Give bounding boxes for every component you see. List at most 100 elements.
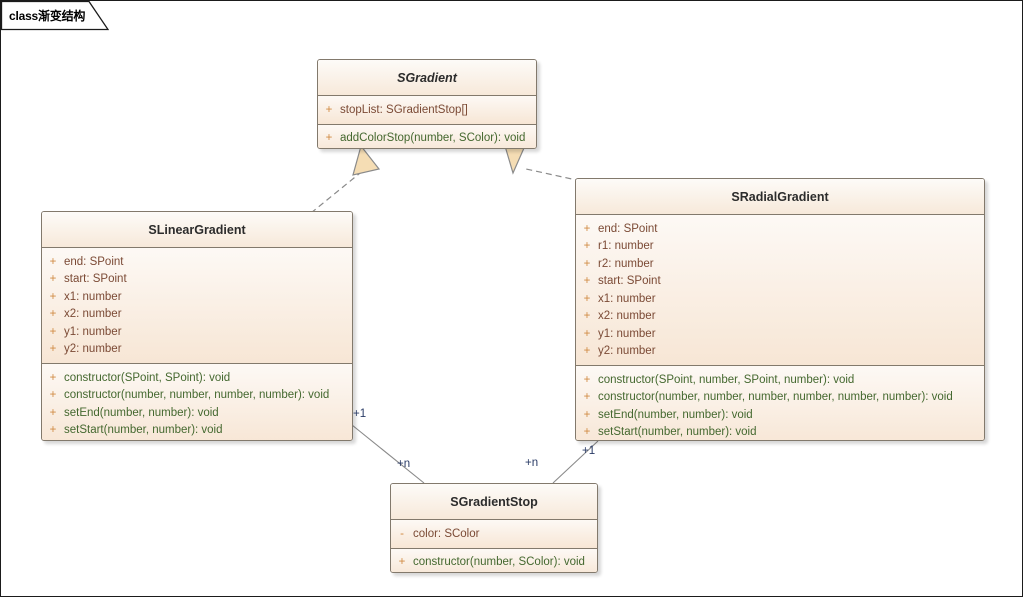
attribute-label: end: SPoint	[64, 255, 124, 268]
attribute-label: y2: number	[598, 345, 656, 358]
attribute-label: end: SPoint	[598, 222, 658, 235]
visibility-marker: +	[583, 373, 591, 386]
visibility-marker: +	[583, 275, 591, 288]
attribute-label: r2: number	[598, 257, 654, 270]
visibility-marker: +	[49, 273, 57, 286]
hollow-triangle-linear	[352, 144, 381, 176]
visibility-marker: +	[325, 132, 333, 145]
visibility-marker: -	[400, 527, 404, 540]
attribute-label: y1: number	[598, 327, 656, 340]
method-label: setEnd(number, number): void	[64, 406, 219, 419]
visibility-marker: +	[583, 345, 591, 358]
visibility-marker: +	[583, 408, 591, 421]
method-row[interactable]: + setStart(number, number): void	[42, 422, 352, 440]
attribute-row[interactable]: -color: SColor	[391, 525, 597, 543]
diagram-title-label: class渐变结构	[9, 9, 86, 23]
attribute-row[interactable]: + y1: number	[42, 323, 352, 341]
method-row[interactable]: +setStart(number, number): void	[576, 424, 984, 441]
title-tab-shape	[1, 1, 109, 31]
method-label: constructor(SPoint, number, SPoint, numb…	[598, 373, 855, 386]
attribute-row[interactable]: + start: SPoint	[42, 271, 352, 289]
attribute-row[interactable]: + end: SPoint	[576, 220, 984, 238]
method-row[interactable]: + constructor(SPoint, number, SPoint, num…	[576, 371, 984, 389]
attribute-label: r1: number	[598, 240, 654, 253]
attribute-row[interactable]: + r2: number	[576, 255, 984, 273]
attribute-row[interactable]: + y2: number	[42, 341, 352, 359]
attribute-row[interactable]: + y2: number	[576, 343, 984, 361]
attribute-row[interactable]: + x1: number	[576, 290, 984, 308]
uml-class-slineargradient[interactable]: SLinearGradient+end: SPoint+start: SPoin…	[41, 211, 353, 441]
visibility-marker: +	[49, 389, 57, 402]
method-label: constructor(number, number, number, numb…	[64, 389, 330, 402]
hollow-triangle-radial	[504, 145, 525, 175]
attribute-label: x1: number	[64, 290, 122, 303]
attribute-label: x1: number	[598, 292, 656, 305]
visibility-marker: +	[583, 222, 591, 235]
attribute-row[interactable]: + x2: number	[42, 306, 352, 324]
visibility-marker: +	[49, 371, 57, 384]
visibility-marker: +	[398, 556, 406, 569]
visibility-marker: +	[583, 310, 591, 323]
visibility-marker: +	[583, 426, 591, 439]
class-name-sradialgradient: SRadialGradient	[576, 179, 984, 214]
class-name-slineargradient: SLinearGradient	[42, 212, 352, 247]
visibility-marker: +	[583, 240, 591, 253]
mult-stop-n-left: +n	[397, 458, 411, 470]
methods-compartment-sgradientstop: + constructor(number, SColor): void	[391, 547, 597, 572]
attribute-label: stopList: SGradientStop[]	[340, 103, 468, 116]
visibility-marker: +	[583, 391, 591, 404]
method-label: constructor(number, SColor): void	[413, 556, 585, 569]
attribute-row[interactable]: +x1: number	[42, 288, 352, 306]
method-label: addColorStop(number, SColor): void	[340, 132, 526, 145]
attribute-row[interactable]: + x2: number	[576, 308, 984, 326]
class-name-sgradientstop: SGradientStop	[391, 484, 597, 519]
methods-compartment-sgradient: + addColorStop(number, SColor): void	[318, 123, 536, 148]
method-label: constructor(SPoint, SPoint): void	[64, 371, 231, 384]
visibility-marker: +	[49, 343, 57, 356]
visibility-marker: +	[49, 406, 57, 419]
attribute-row[interactable]: + r1: number	[576, 238, 984, 256]
uml-class-sradialgradient[interactable]: SRadialGradient + end: SPoint + r1: number + r…	[575, 178, 985, 441]
visibility-marker: +	[325, 103, 333, 116]
method-row[interactable]: + addColorStop(number, SColor): void	[318, 130, 536, 148]
method-label: constructor(number, number, number, numb…	[598, 391, 953, 404]
attribute-label: y1: number	[64, 325, 122, 338]
realization-line-linear	[310, 168, 366, 214]
uml-class-sgradientstop[interactable]: SGradientStop -color: SColor + constructor(…	[390, 483, 598, 573]
relationship-linear-realizes-gradient	[310, 144, 381, 214]
diagram-title-tab[interactable]: class渐变结构	[1, 1, 109, 31]
relationship-radial-realizes-gradient	[504, 145, 582, 182]
method-row[interactable]: + constructor(SPoint, SPoint): void	[42, 369, 352, 387]
method-row[interactable]: + setEnd(number, number): void	[42, 404, 352, 422]
visibility-marker: +	[49, 325, 57, 338]
attribute-row[interactable]: + start: SPoint	[576, 273, 984, 291]
attribute-label: start: SPoint	[598, 275, 661, 288]
attribute-row[interactable]: +end: SPoint	[42, 253, 352, 271]
method-label: setStart(number, number): void	[64, 424, 223, 437]
method-label: setEnd(number, number): void	[598, 408, 753, 421]
method-row[interactable]: + setEnd(number, number): void	[576, 406, 984, 424]
attribute-label: color: SColor	[413, 527, 480, 540]
mult-radial-1: +1	[582, 445, 596, 457]
visibility-marker: +	[49, 424, 57, 437]
visibility-marker: +	[583, 257, 591, 270]
attribute-label: start: SPoint	[64, 273, 127, 286]
attribute-label: x2: number	[64, 308, 122, 321]
visibility-marker: +	[49, 308, 57, 321]
attribute-label: y2: number	[64, 343, 122, 356]
attribute-row[interactable]: +y1: number	[576, 325, 984, 343]
relationship-linear-assoc-stop	[351, 424, 425, 484]
attributes-compartment-slineargradient: +end: SPoint+start: SPoint+x1: number+x2…	[42, 247, 352, 363]
attributes-compartment-sgradient: + stopList: SGradientStop[]	[318, 95, 536, 124]
realization-line-radial	[525, 168, 582, 182]
method-row[interactable]: + constructor(number, SColor): void	[391, 554, 597, 572]
mult-stop-n-right: +n	[525, 457, 539, 469]
attributes-compartment-sradialgradient: + end: SPoint + r1: number + r2: number + start…	[576, 214, 984, 365]
method-row[interactable]: + constructor(number, number, number, num…	[42, 387, 352, 405]
method-row[interactable]: + constructor(number, number, number, num…	[576, 389, 984, 407]
visibility-marker: +	[583, 292, 591, 305]
attribute-row[interactable]: + stopList: SGradientStop[]	[318, 101, 536, 119]
uml-class-sgradient[interactable]: SGradient+stopList: SGradientStop[]+addC…	[317, 59, 537, 149]
attribute-label: x2: number	[598, 310, 656, 323]
